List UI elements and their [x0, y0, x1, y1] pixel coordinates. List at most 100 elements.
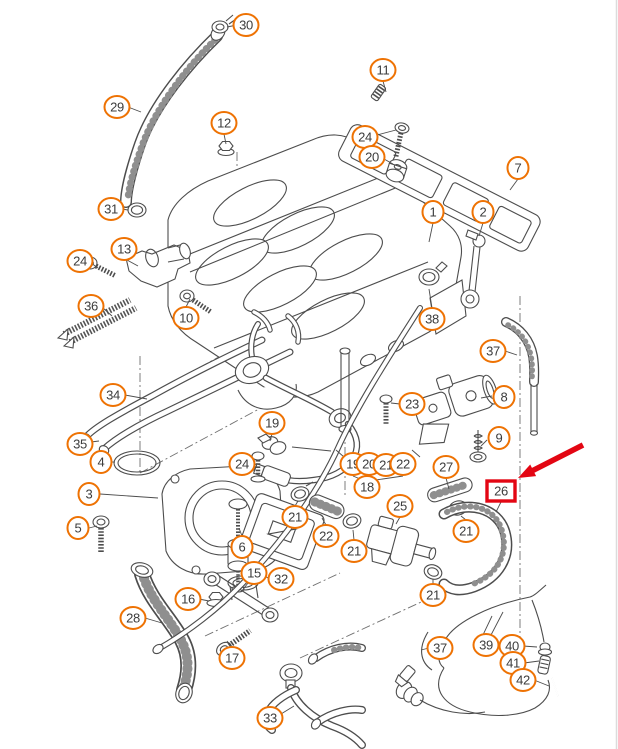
callout-label: 6 — [239, 540, 246, 555]
callout-7: 7 — [506, 156, 530, 180]
callout-label: 13 — [117, 242, 131, 257]
callout-15: 15 — [240, 561, 268, 585]
callout-label: 34 — [106, 388, 120, 403]
callout-label: 31 — [104, 202, 118, 217]
callout-30: 30 — [232, 13, 260, 37]
part-10-bolt — [179, 289, 213, 315]
callout-label: 10 — [179, 311, 193, 326]
callout-23: 23 — [398, 392, 426, 416]
callout-label: 24 — [358, 130, 372, 145]
callout-label: 9 — [496, 431, 503, 446]
callout-label: 15 — [247, 566, 261, 581]
callout-3: 3 — [77, 482, 101, 506]
callout-25: 25 — [386, 494, 414, 518]
callout-label: 40 — [505, 639, 519, 654]
callout-16: 16 — [174, 587, 202, 611]
callout-27: 27 — [432, 455, 460, 479]
callout-label: 38 — [425, 312, 439, 327]
callout-34: 34 — [99, 383, 127, 407]
callout-label: 19 — [265, 416, 279, 431]
callout-17: 17 — [218, 646, 246, 670]
callout-label: 24 — [73, 254, 87, 269]
callout-37: 37 — [426, 636, 454, 660]
callout-label: 39 — [479, 638, 493, 653]
callout-label: 21 — [379, 458, 393, 473]
part-24-screw-mid — [250, 451, 266, 483]
part-9-bolt — [469, 430, 487, 463]
callout-38: 38 — [418, 307, 446, 331]
callout-label: 3 — [86, 487, 93, 502]
callout-22: 22 — [312, 524, 340, 548]
callout-label: 41 — [506, 656, 520, 671]
callout-label: 11 — [377, 63, 390, 78]
callout-28: 28 — [119, 606, 147, 630]
callout-24: 24 — [351, 125, 379, 149]
part-25-valve — [366, 515, 437, 567]
callout-label: 27 — [439, 460, 453, 475]
callout-label: 26 — [494, 484, 508, 499]
callout-29: 29 — [103, 95, 131, 119]
callout-4: 4 — [89, 450, 113, 474]
highlight-arrow-head — [518, 464, 537, 478]
callout-label: 42 — [516, 673, 530, 688]
part-36-splined-shaft — [56, 297, 138, 349]
callout-13: 13 — [110, 237, 138, 261]
callout-label: 36 — [84, 299, 98, 314]
callout-8: 8 — [492, 385, 516, 409]
callout-9: 9 — [487, 426, 511, 450]
callout-35: 35 — [66, 432, 94, 456]
highlight-arrow — [529, 442, 585, 475]
callout-label: 1 — [430, 205, 437, 220]
part-29-breather-hose — [120, 25, 226, 208]
callout-22: 22 — [389, 452, 417, 476]
callout-label: 7 — [515, 161, 522, 176]
callout-2: 2 — [471, 200, 495, 224]
part-13-sensor — [125, 242, 191, 288]
part-41-filter — [537, 654, 551, 675]
part-32-hose — [152, 305, 423, 655]
callout-label: 20 — [365, 150, 379, 165]
callout-label: 21 — [347, 544, 361, 559]
callout-21: 21 — [340, 539, 368, 563]
callout-11: 11 — [369, 58, 397, 82]
callout-24: 24 — [228, 452, 256, 476]
callout-26: 26 — [485, 479, 517, 503]
callout-label: 30 — [239, 18, 253, 33]
callout-21: 21 — [281, 505, 309, 529]
callout-label: 35 — [73, 437, 87, 452]
callout-label: 18 — [360, 480, 374, 495]
part-30-hose-clamp — [211, 14, 237, 34]
callout-label: 24 — [235, 457, 249, 472]
part-26-hose — [438, 501, 513, 596]
callout-label: 23 — [405, 397, 419, 412]
part-37-hose-upper — [501, 317, 540, 436]
part-27-tube — [427, 477, 473, 503]
callout-label: 8 — [501, 390, 508, 405]
callout-label: 29 — [110, 100, 124, 115]
callout-label: 20 — [362, 457, 376, 472]
part-11-stud — [370, 83, 387, 102]
part-39-pipe-assembly — [438, 584, 559, 716]
callout-21: 21 — [419, 583, 447, 607]
part-31-ring — [127, 202, 147, 218]
part-37-pipe-lower — [394, 631, 433, 688]
callout-label: 21 — [288, 510, 302, 525]
callout-label: 17 — [225, 651, 239, 666]
part-42-pipe — [551, 677, 559, 697]
callout-5: 5 — [66, 516, 90, 540]
callout-label: 33 — [263, 711, 277, 726]
part-20-grommet-top — [385, 159, 408, 183]
callout-label: 28 — [126, 611, 140, 626]
part-24-screw-top — [393, 122, 410, 158]
callout-label: 22 — [319, 529, 333, 544]
callout-6: 6 — [230, 535, 254, 559]
callout-label: 32 — [274, 572, 288, 587]
pcv-pipe-assembly — [234, 321, 361, 485]
callout-42: 42 — [509, 668, 537, 692]
callout-label: 12 — [217, 116, 231, 131]
callout-32: 32 — [267, 567, 295, 591]
callout-label: 37 — [433, 641, 447, 656]
part-38-clamp — [418, 261, 448, 286]
